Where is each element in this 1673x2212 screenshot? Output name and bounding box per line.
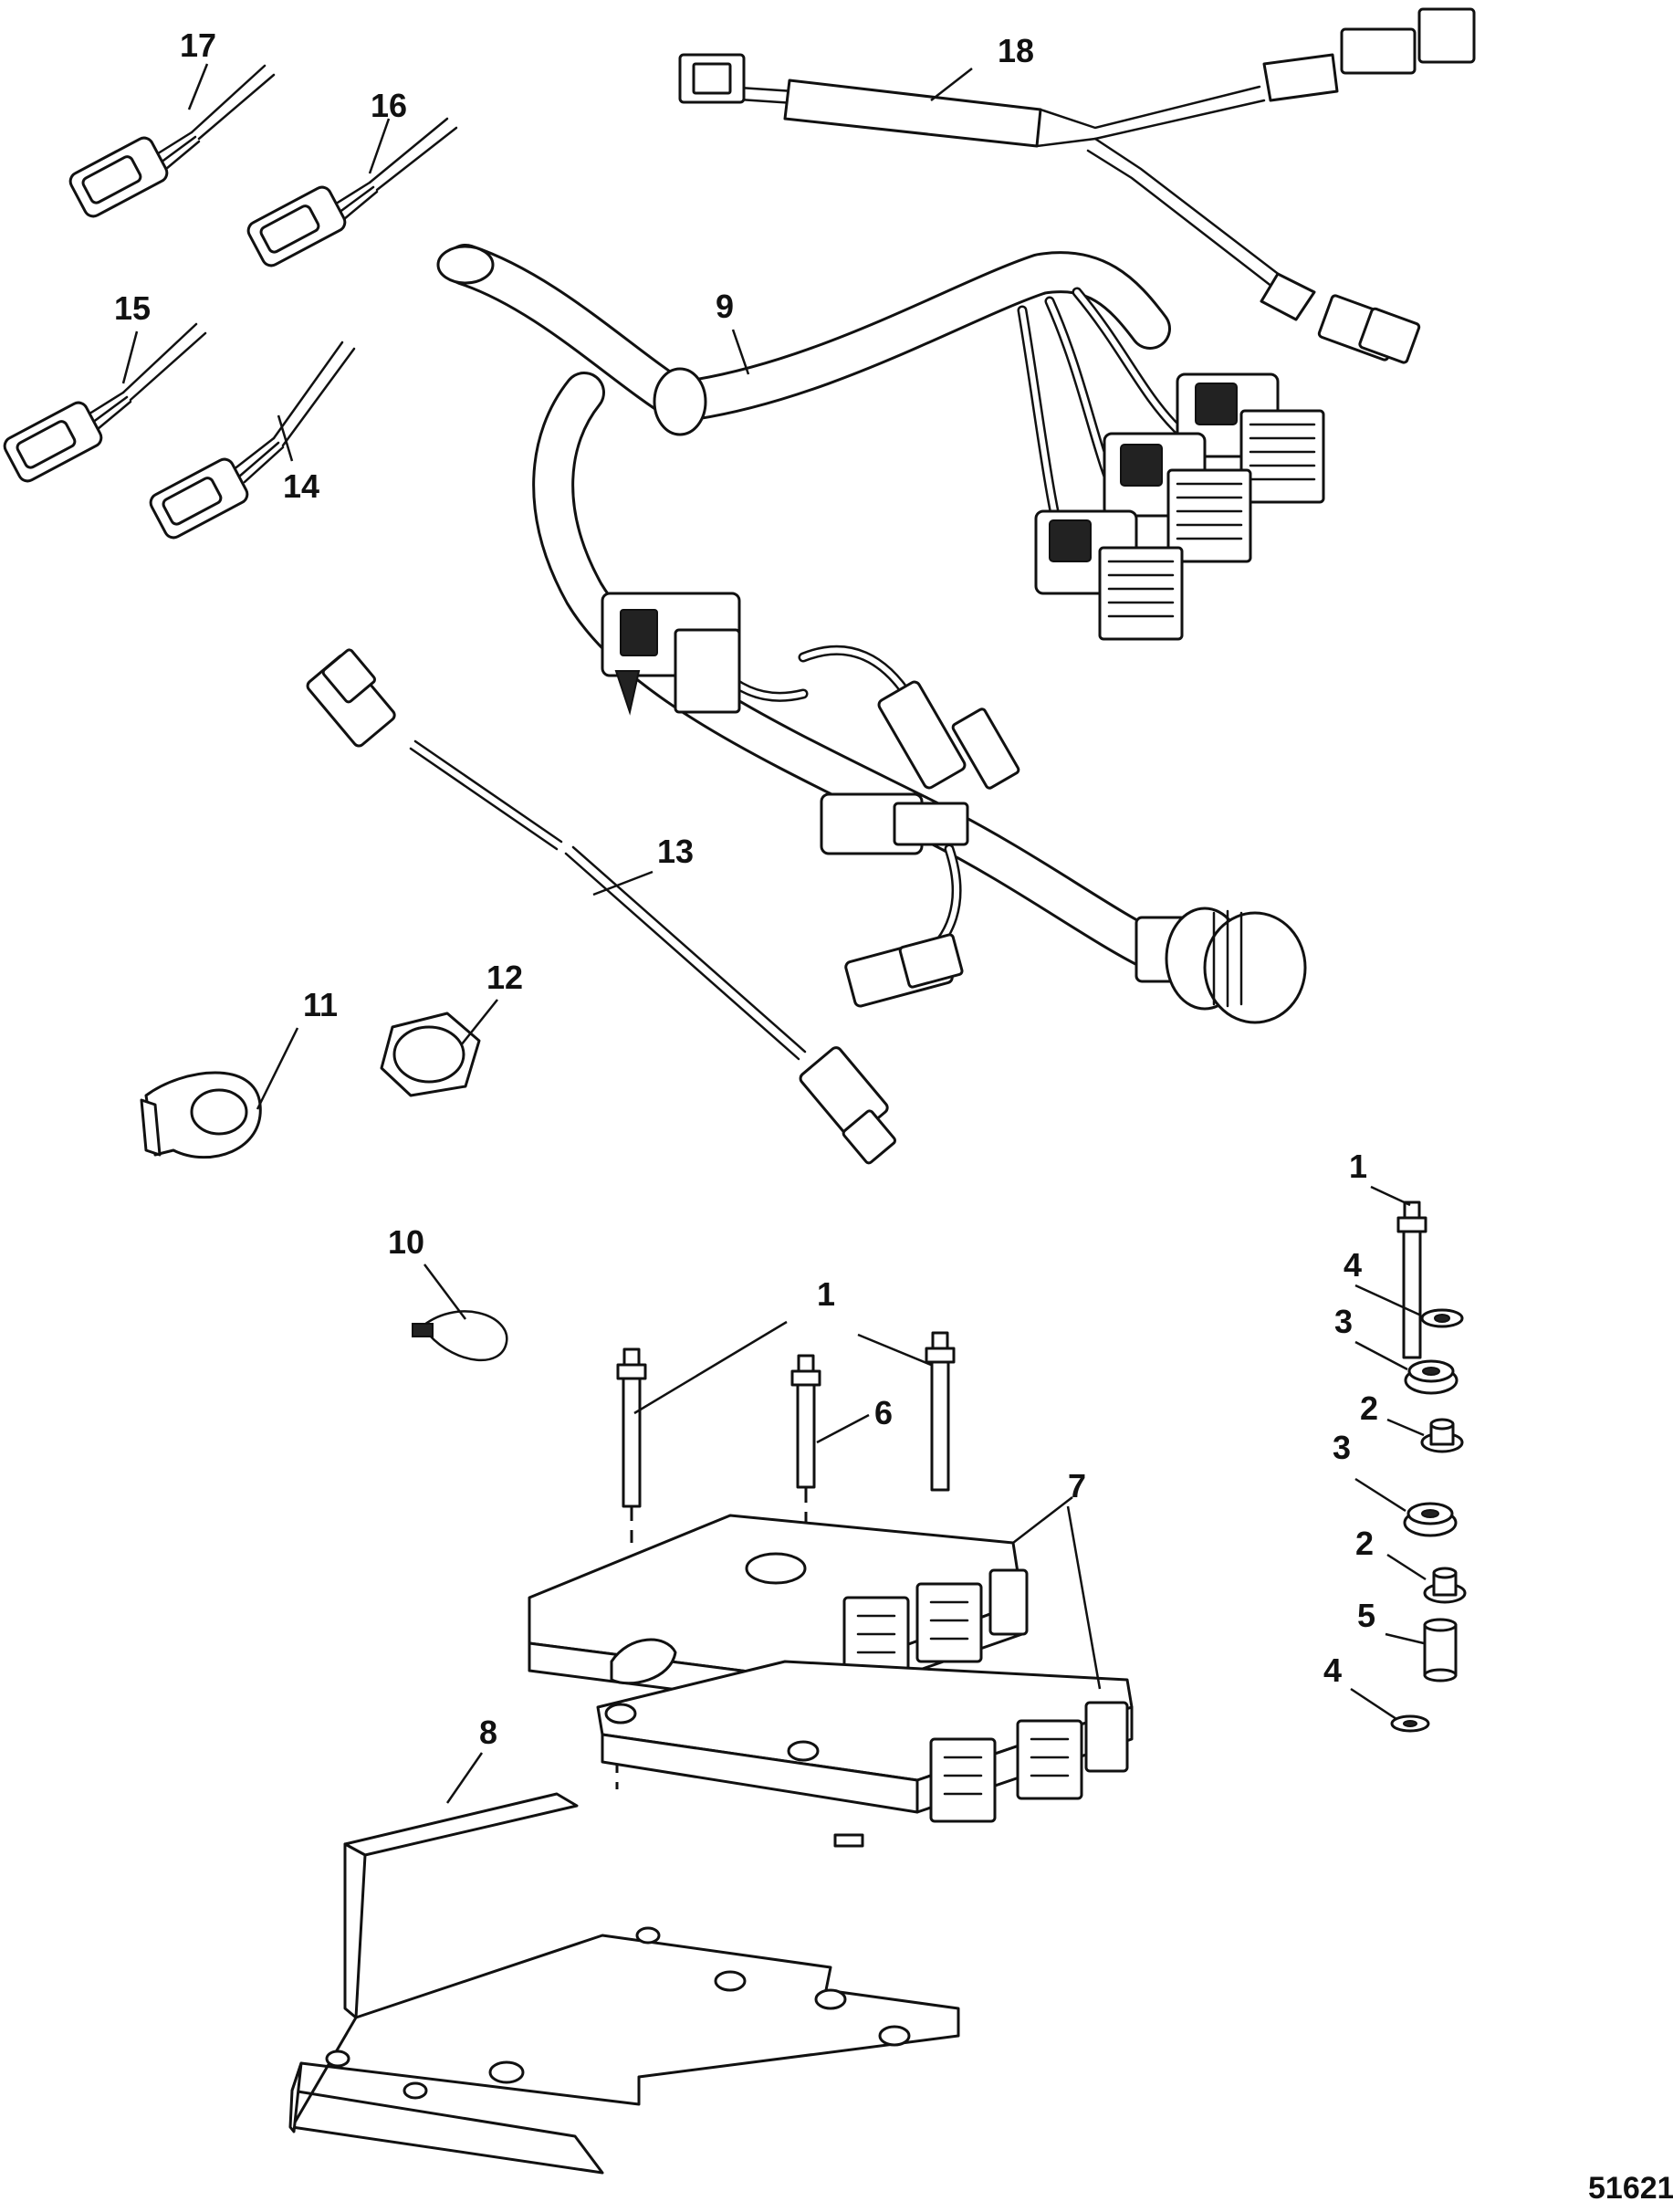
bolt-1-right [925,1331,956,1492]
mounting-clamp-11 [140,1071,262,1159]
washer-4-bottom [1390,1714,1430,1733]
jumper-harness-13 [306,648,896,1165]
cable-tie-10 [412,1310,508,1362]
grommet-3-top [1404,1359,1459,1395]
grommet-3-bottom [1403,1502,1458,1537]
callout-17: 17 [180,26,216,64]
callout-16: 16 [371,87,407,124]
pigtail-connector-16 [246,117,458,267]
callout-14: 14 [283,467,319,505]
callout-11: 11 [303,986,338,1023]
callout-8: 8 [479,1714,497,1751]
engine-harness-9 [436,244,1325,1024]
callout-7: 7 [1068,1467,1086,1504]
bolt-1-left [616,1347,647,1508]
sleeve-2-bottom [1423,1567,1467,1604]
callout-12: 12 [486,959,523,996]
spacer-5 [1423,1618,1458,1683]
callout-10: 10 [388,1223,424,1261]
document-id: 51621 [1588,2171,1673,2206]
pigtail-connector-14 [149,341,356,540]
callout-4-top: 4 [1344,1246,1362,1284]
pigtail-connector-17 [68,64,276,218]
callout-2-top: 2 [1360,1389,1378,1427]
mounting-bracket-8 [288,1792,960,2175]
sleeve-2-top [1420,1418,1464,1453]
callout-13: 13 [657,833,694,870]
ecm-module-upper-7 [528,1514,1029,1709]
callout-18: 18 [998,32,1034,69]
hex-nut-12 [380,1012,481,1097]
pigtail-connector-15 [3,322,207,483]
bolt-1-isolator [1396,1200,1427,1359]
callout-9: 9 [716,288,734,325]
callout-3-bottom: 3 [1333,1429,1351,1466]
washer-4-top [1420,1308,1464,1328]
callout-6: 6 [874,1394,893,1431]
y-harness-18 [678,7,1476,364]
bolt-6 [790,1354,821,1489]
callout-4-bottom: 4 [1323,1651,1342,1689]
callout-15: 15 [114,289,151,327]
callout-3-top: 3 [1334,1303,1353,1340]
callout-2-bottom: 2 [1355,1525,1374,1562]
callout-1-isolator: 1 [1349,1148,1367,1185]
leader-lines [121,63,1427,1804]
callout-5: 5 [1357,1597,1375,1634]
callout-1-bolts: 1 [817,1275,835,1313]
ecm-module-lower-7 [596,1660,1134,1848]
